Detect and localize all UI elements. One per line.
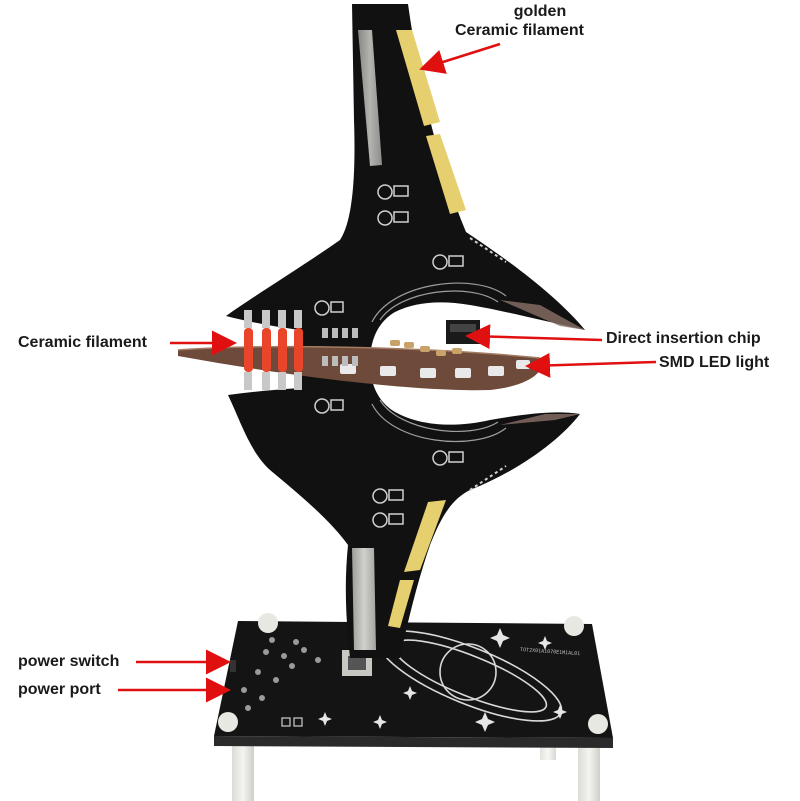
label-direct-insertion-chip: Direct insertion chip [606, 330, 761, 347]
label-ceramic-filament: Ceramic filament [18, 334, 147, 351]
annotation-arrows [118, 42, 657, 703]
label-power-port: power port [18, 681, 101, 698]
silkscreen-text: TOT2X01A1070E1M1AL01 [520, 647, 580, 657]
red-filaments [244, 310, 303, 390]
label-golden: golden [513, 3, 567, 20]
base-plate: TOT2X01A1070E1M1AL01 [214, 613, 613, 748]
label-golden-ceramic-filament: Ceramic filament [455, 22, 584, 39]
label-smd-led-light: SMD LED light [659, 354, 770, 371]
label-power-switch: power switch [18, 653, 120, 670]
blade-pcb [226, 4, 585, 658]
